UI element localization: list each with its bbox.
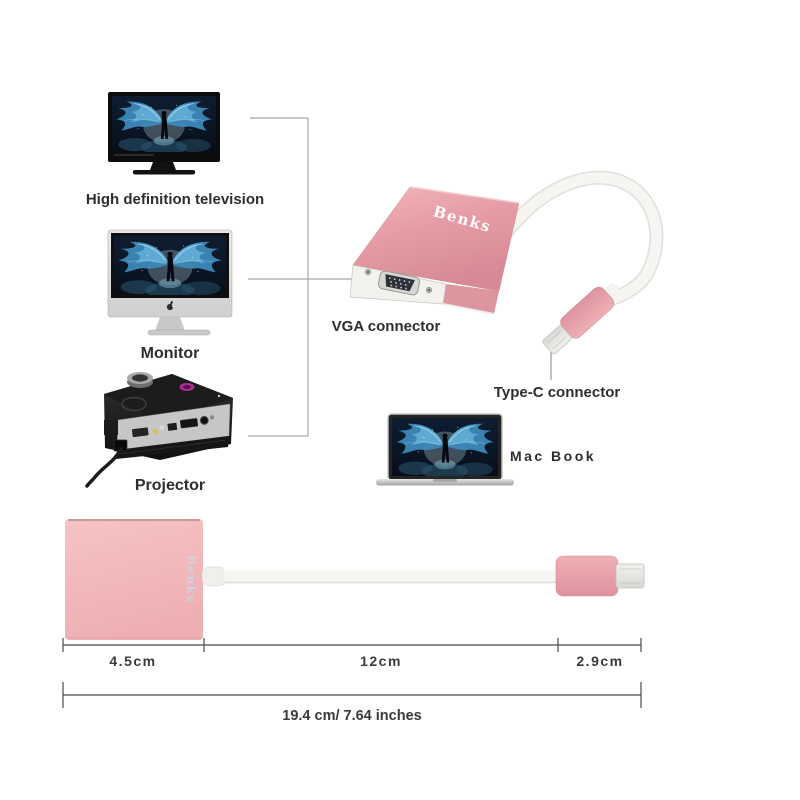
- vga-connector-label: VGA connector: [332, 318, 441, 335]
- hdtv-illustration: High definition television: [86, 92, 264, 208]
- monitor-illustration: Monitor: [107, 229, 233, 362]
- bottom-typec-body: [555, 555, 619, 597]
- vga-screw-left-center: [367, 271, 369, 273]
- typec-plug: [542, 283, 620, 355]
- monitor-stand-neck: [155, 317, 185, 331]
- monitor-label: Monitor: [141, 345, 200, 362]
- adapter-cable-outline: [493, 170, 664, 306]
- tv-stand-base: [133, 170, 195, 175]
- adapter-bottom-sliver: [442, 303, 495, 315]
- projector-label: Projector: [135, 477, 205, 494]
- dim-body-label: 4.5cm: [109, 653, 156, 669]
- adapter-illustration: Benks VGA connector Type-C connector: [332, 170, 664, 401]
- typec-tip-line-1: [552, 336, 567, 350]
- dimension-drawing: Benks 4.5cm 12cm 2.9cm 19.4 cm/ 7.64 inc…: [62, 519, 645, 724]
- bottom-adapter-body: [65, 519, 203, 640]
- macbook-notch: [433, 479, 457, 482]
- vga-screw-right-center: [428, 289, 430, 291]
- segment-dimension-line: [62, 638, 642, 652]
- dim-cable-label: 12cm: [360, 653, 402, 669]
- vga-port: [378, 270, 420, 296]
- projector-indicator-dot: [217, 394, 221, 398]
- bottom-adapter-brand: Benks: [184, 555, 199, 603]
- tv-speaker-strip: [114, 154, 154, 156]
- monitor-screen-artwork: [114, 236, 226, 298]
- apple-logo-icon: [166, 301, 175, 311]
- projector-purple-badge-center: [183, 385, 191, 389]
- tv-label: High definition television: [86, 191, 264, 208]
- adapter-edge-highlight: [409, 186, 520, 204]
- macbook-base: [376, 479, 514, 486]
- bottom-cable-strain-relief: [201, 566, 227, 587]
- dim-total-label: 19.4 cm/ 7.64 inches: [282, 708, 421, 724]
- device-bracket-lines: [248, 117, 372, 437]
- projector-top-ring: [121, 396, 147, 412]
- monitor-stand-base: [147, 329, 211, 336]
- projector-power-cord: [85, 447, 123, 488]
- projector-illustration: BenQ Projector: [85, 372, 233, 494]
- macbook-label: Mac Book: [510, 448, 596, 464]
- tv-stand-neck: [150, 162, 176, 170]
- typec-metal-tip: [542, 325, 572, 355]
- projector-ports: [131, 415, 215, 438]
- projector-side-block: [104, 420, 118, 435]
- projector-lens-glass: [132, 374, 148, 382]
- projector-groove: [119, 439, 227, 455]
- bottom-cable: [224, 570, 558, 583]
- macbook-screen-artwork: [392, 418, 498, 479]
- typec-tip-line-2: [547, 330, 562, 344]
- adapter-cable: [494, 172, 662, 305]
- total-dimension-line: [62, 682, 642, 708]
- tv-screen-artwork: [112, 96, 216, 155]
- bottom-typec-tip: [615, 563, 645, 589]
- dim-plug-label: 2.9cm: [576, 653, 623, 669]
- projector-bottom-strip: [116, 436, 229, 459]
- macbook-illustration: Mac Book: [376, 413, 596, 486]
- typec-connector-label: Type-C connector: [494, 384, 621, 401]
